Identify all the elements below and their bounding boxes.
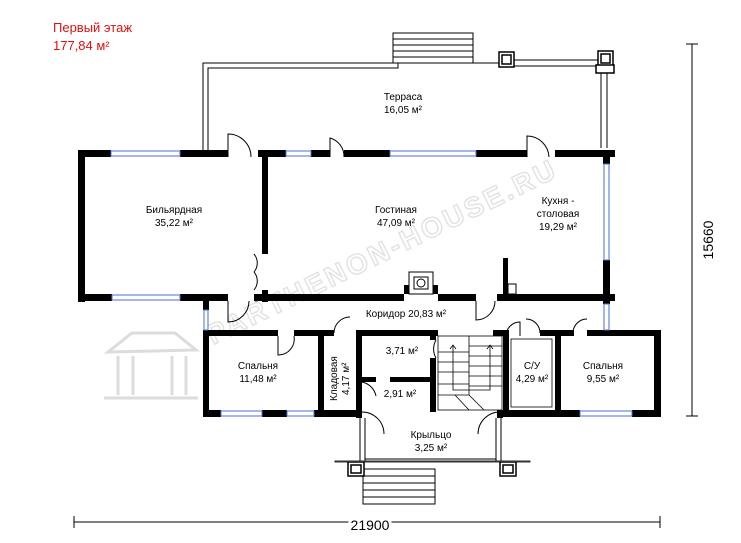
small-room-1-area: 3,71 м²	[386, 346, 419, 357]
terrace-name: Терраса	[384, 92, 423, 103]
terrace-posts	[498, 50, 615, 74]
bedroom-right-area: 9,55 м²	[587, 374, 620, 385]
walls	[78, 150, 661, 418]
porch-rails	[359, 418, 502, 462]
width-dimension-label: 21900	[351, 517, 390, 533]
windows	[110, 150, 633, 417]
kitchen-name-1: Кухня -	[542, 196, 575, 207]
door-swings	[227, 133, 588, 435]
living-name: Гостиная	[375, 205, 417, 216]
stove-icon	[408, 271, 434, 295]
watermark: PARTHENON-HOUSE.RU	[201, 152, 563, 351]
storage-name: Кладовая	[329, 356, 340, 401]
watermark-text: PARTHENON-HOUSE.RU	[202, 153, 563, 350]
bedroom-right-name: Спальня	[583, 361, 623, 372]
bedroom-left-name: Спальня	[238, 361, 278, 372]
plan-total-area: 177,84 м²	[53, 38, 110, 53]
corridor-label: Коридор 20,83 м²	[366, 309, 447, 320]
billiard-name: Бильярдная	[146, 205, 202, 216]
billiard-area: 35,22 м²	[155, 218, 194, 229]
kitchen-name-2: столовая	[537, 209, 580, 220]
porch-stairs	[362, 468, 436, 505]
kitchen-fixture-icon	[507, 283, 517, 295]
terrace-area: 16,05 м²	[384, 105, 423, 116]
dimension-lines	[73, 43, 698, 528]
living-area: 47,09 м²	[377, 218, 416, 229]
bathroom-name: С/У	[524, 361, 541, 372]
storage-area: 4,17 м²	[341, 362, 352, 395]
small-room-2-area: 2,91 м²	[384, 389, 417, 400]
interior-staircase	[437, 335, 503, 411]
bedroom-left-area: 11,48 м²	[239, 374, 277, 385]
plan-title: Первый этаж	[53, 20, 133, 35]
watermark-logo-icon	[103, 331, 201, 400]
bathroom-shower	[510, 338, 553, 408]
kitchen-area: 19,29 м²	[539, 222, 578, 233]
porch-name: Крыльцо	[411, 430, 452, 441]
bathroom-area: 4,29 м²	[516, 374, 549, 385]
height-dimension-label: 15660	[700, 220, 716, 259]
terrace-stairs	[392, 32, 474, 64]
room-labels: Терраса 16,05 м² Бильярдная 35,22 м² Гос…	[146, 92, 623, 454]
porch-area: 3,25 м²	[415, 443, 448, 454]
porch-posts	[334, 460, 531, 477]
